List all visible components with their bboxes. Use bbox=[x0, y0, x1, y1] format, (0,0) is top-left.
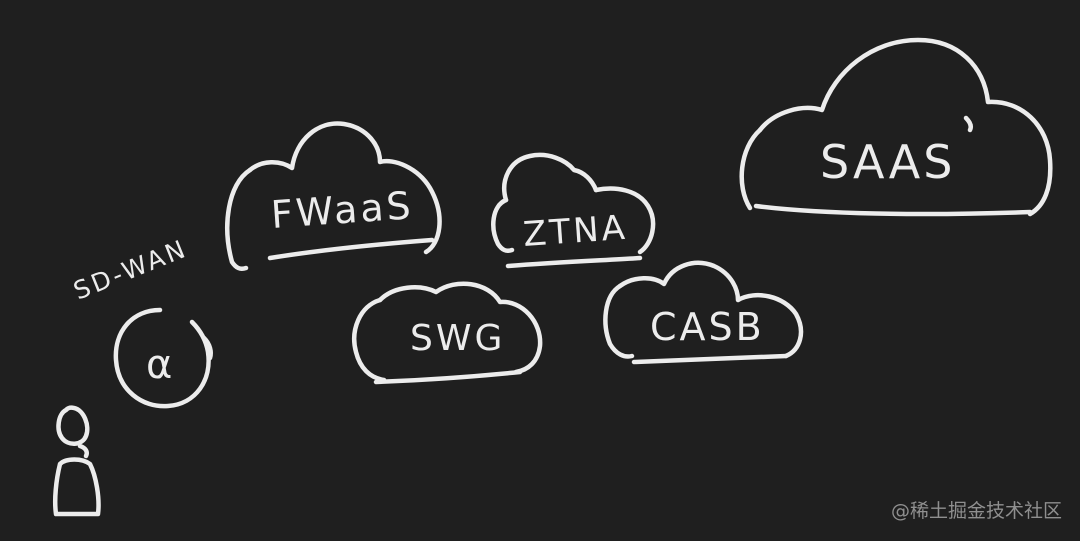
cloud-casb-label: CASB bbox=[650, 305, 765, 349]
cloud-swg: SWG bbox=[352, 281, 543, 385]
cloud-saas-label: SAAS bbox=[820, 135, 955, 189]
cloud-casb: CASB bbox=[603, 260, 804, 365]
cloud-fwaas-label: FWaaS bbox=[270, 183, 415, 237]
cloud-swg-label: SWG bbox=[410, 318, 505, 359]
cloud-ztna: ZTNA bbox=[491, 152, 656, 269]
watermark: @稀土掘金技术社区 bbox=[890, 500, 1062, 522]
router-node: α bbox=[113, 307, 213, 409]
router-symbol: α bbox=[146, 342, 175, 388]
cloud-fwaas: FWaaS bbox=[225, 121, 442, 271]
cloud-saas: SAAS bbox=[739, 37, 1053, 217]
sdwan-label: SD-WAN bbox=[69, 234, 191, 306]
user-icon bbox=[52, 405, 101, 517]
cloud-ztna-label: ZTNA bbox=[522, 208, 629, 255]
